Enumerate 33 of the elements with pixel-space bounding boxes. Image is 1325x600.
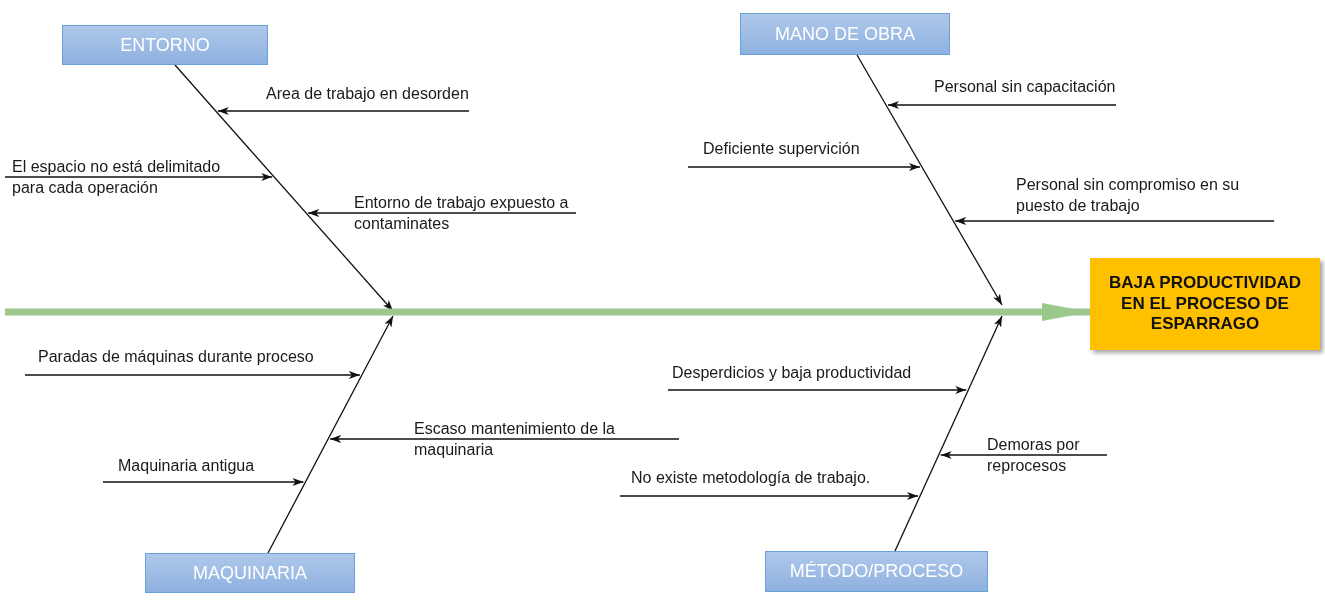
cause-arrow (329, 435, 680, 443)
cause-label: Deficiente supervición (703, 139, 860, 159)
cause-label: Maquinaria antigua (118, 456, 255, 476)
cause-arrow (667, 386, 967, 394)
cause-label: Desperdicios y baja productividad (672, 363, 912, 383)
cause-arrow (217, 107, 470, 115)
bone-arrow (174, 64, 394, 312)
cause-label: Personal sin capacitación (934, 77, 1116, 97)
cause-label: Escaso mantenimiento de la maquinaria (414, 419, 616, 460)
cause-arrow (102, 478, 305, 486)
cause-arrow (687, 163, 921, 171)
cause-arrow (954, 217, 1275, 225)
cause-label: Area de trabajo en desorden (266, 84, 469, 104)
bone-arrow (894, 315, 1003, 552)
cause-arrow (940, 451, 1108, 459)
cause-label: Personal sin compromiso en su puesto de trabajo (1016, 175, 1241, 216)
category-box: MANO DE OBRA (740, 13, 950, 55)
cause-arrow (4, 173, 273, 181)
bone-arrow (267, 315, 394, 554)
cause-arrow (887, 101, 1117, 109)
category-box: MAQUINARIA (145, 553, 355, 593)
bone-arrow (856, 54, 1003, 306)
cause-label: Entorno de trabajo expuesto a contaminates (354, 193, 570, 234)
cause-label: Demoras por reprocesos (987, 435, 1081, 476)
cause-label: No existe metodología de trabajo. (631, 468, 871, 488)
cause-arrow (307, 209, 577, 217)
effect-box: BAJA PRODUCTIVIDAD EN EL PROCESO DE ESPARRAGO (1090, 258, 1320, 350)
cause-label: Paradas de máquinas durante proceso (38, 347, 314, 367)
category-box: ENTORNO (62, 25, 268, 65)
cause-arrow (24, 371, 361, 379)
cause-label: El espacio no está delimitado para cada operación (12, 157, 222, 198)
category-box: MÉTODO/PROCESO (765, 551, 988, 592)
cause-arrow (619, 492, 919, 500)
